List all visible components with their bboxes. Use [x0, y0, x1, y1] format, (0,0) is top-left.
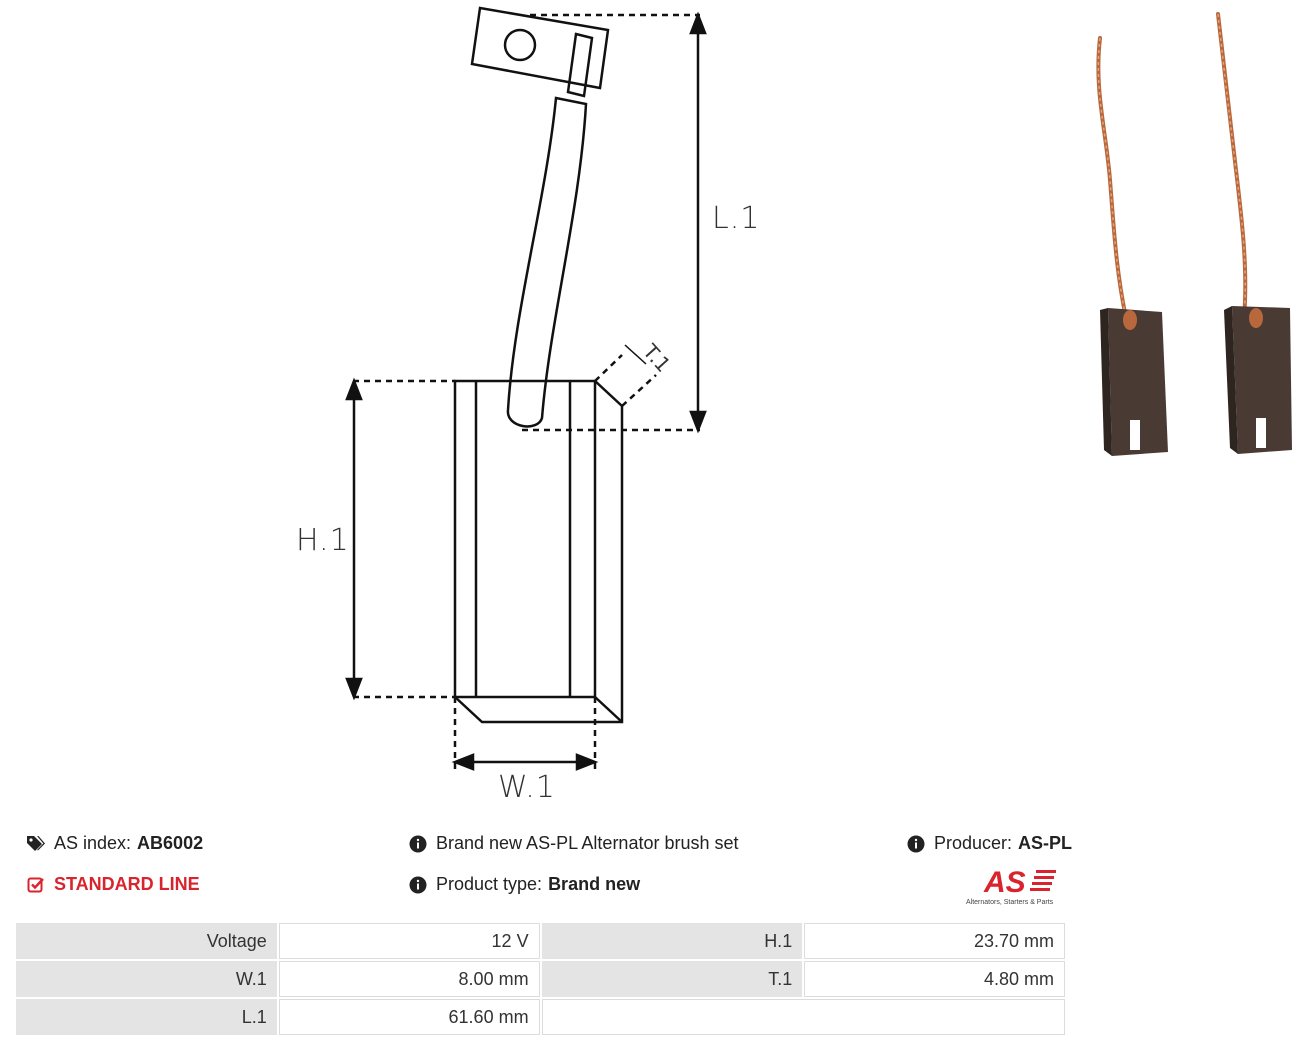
- table-row: L.1 61.60 mm: [16, 999, 1065, 1035]
- spec-value: 12 V: [278, 923, 540, 959]
- t1-dimension-line: [624, 344, 647, 365]
- table-row: W.1 8.00 mm T.1 4.80 mm: [16, 961, 1065, 997]
- spec-value: 23.70 mm: [804, 923, 1065, 959]
- tags-icon: [26, 834, 46, 854]
- lug-crimp: [566, 32, 594, 98]
- spec-value: 8.00 mm: [278, 961, 540, 997]
- as-index-label: AS index:: [54, 833, 132, 853]
- t1-label: T.1: [638, 339, 676, 377]
- description-text: Brand new AS-PL Alternator brush set: [436, 833, 739, 853]
- as-index-value: AB6002: [137, 833, 204, 853]
- producer-label: Producer:: [934, 833, 1013, 853]
- carbon-block: [453, 379, 597, 699]
- product-type-value: Brand new: [548, 874, 641, 894]
- logo-tagline: Alternators, Starters & Parts: [966, 899, 1054, 906]
- brush-dimension-drawing: L.1 H.1 W.1 T.1: [296, 6, 760, 805]
- l1-label: L.1: [712, 201, 760, 236]
- info-circle-icon: [408, 875, 428, 895]
- logo-mark: AS: [983, 866, 1026, 899]
- producer-value: AS-PL: [1018, 833, 1073, 853]
- w1-label: W.1: [498, 770, 556, 805]
- block-side: [454, 380, 624, 724]
- info-circle-icon: [906, 834, 926, 854]
- table-row: Voltage 12 V H.1 23.70 mm: [16, 923, 1065, 959]
- description-info: Brand new AS-PL Alternator brush set: [408, 833, 739, 854]
- product-type-label: Product type:: [436, 874, 543, 894]
- producer-info: Producer: AS-PL: [906, 833, 1072, 854]
- product-photo: [1080, 0, 1316, 490]
- spec-key: Voltage: [16, 923, 277, 959]
- right-carbon-brush: [1232, 306, 1292, 454]
- spec-key: H.1: [541, 923, 803, 959]
- spec-key: W.1: [16, 961, 277, 997]
- product-type-info: Product type: Brand new: [408, 874, 640, 895]
- left-carbon-brush: [1108, 308, 1168, 456]
- spec-empty-cell: [541, 999, 1065, 1035]
- brush-pair-illustration: [1096, 12, 1292, 456]
- as-pl-logo: AS Alternators, Starters & Parts: [960, 864, 1070, 908]
- spec-value: 4.80 mm: [804, 961, 1065, 997]
- lug-hole: [503, 28, 537, 62]
- left-copper-lead: [1096, 36, 1128, 320]
- technical-diagram: L.1 H.1 W.1 T.1: [260, 0, 780, 810]
- standard-line-badge: STANDARD LINE: [26, 874, 200, 895]
- as-index-info: AS index: AB6002: [26, 833, 203, 854]
- terminal-lug: [470, 6, 610, 90]
- info-circle-icon: [408, 834, 428, 854]
- spec-value: 61.60 mm: [278, 999, 540, 1035]
- standard-line-label: STANDARD LINE: [54, 874, 200, 894]
- right-copper-lead: [1216, 12, 1248, 320]
- spec-key: T.1: [541, 961, 803, 997]
- h1-label: H.1: [296, 523, 350, 558]
- check-square-icon: [26, 875, 46, 895]
- lead-wire: [506, 96, 588, 428]
- spec-key: L.1: [16, 999, 277, 1035]
- specifications-table: Voltage 12 V H.1 23.70 mm W.1 8.00 mm T.…: [14, 921, 1067, 1037]
